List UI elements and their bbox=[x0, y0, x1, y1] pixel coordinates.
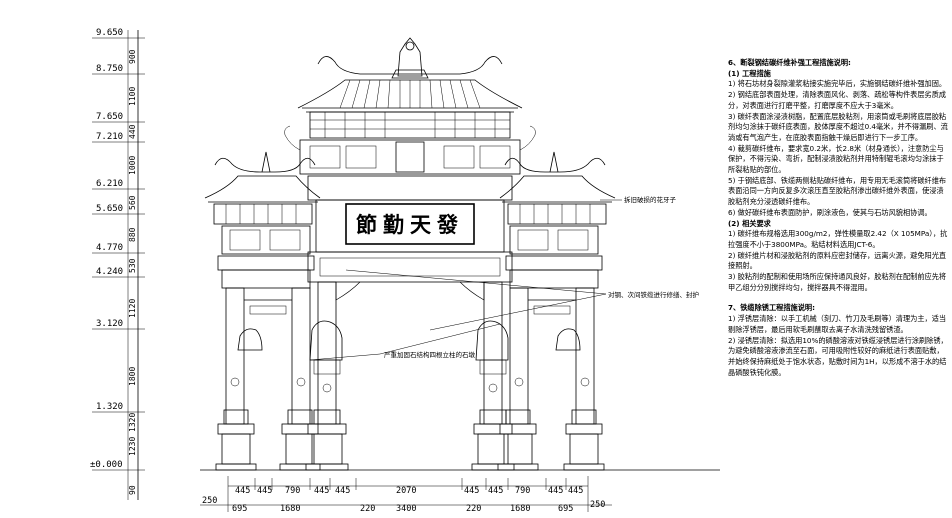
note-item: 3) 胶粘剂的配制和使用场所应保持通风良好，胶粘剂在配制前应先将甲乙组分分别搅拌… bbox=[728, 272, 947, 292]
callout-upper-right: 拆旧破损的花牙子 bbox=[624, 195, 677, 204]
callout-lower: 严重加固石结构四根立柱的石墩 bbox=[384, 350, 476, 359]
bottom-dim: 790 bbox=[285, 486, 300, 496]
elevation-label: 4.240 bbox=[96, 267, 123, 277]
elevation-label: 4.770 bbox=[96, 243, 123, 253]
callout-labels: 拆旧破损的花牙子 对钢、次间铁缆进行修缮、封护 严重加固石结构四根立柱的石墩 bbox=[384, 195, 699, 359]
vertical-dim: 1800 bbox=[128, 367, 137, 386]
note-item: 1) 将石坊材身裂隙灌浆粘接实施完毕后，实施钢结碳纤维补强加固。 bbox=[728, 79, 947, 89]
left-side-roof bbox=[204, 175, 321, 199]
note-item: 5) 于钢结底部、铁缆两侧粘贴碳纤维布，用专用无毛滚筒将碳纤维布表面沿同一方向反… bbox=[728, 175, 947, 207]
bottom-dim: 1680 bbox=[280, 504, 300, 514]
roof-tiles bbox=[339, 79, 481, 109]
callout-middle: 对钢、次间铁缆进行修缮、封护 bbox=[608, 290, 699, 299]
bottom-dim: 3400 bbox=[396, 504, 416, 514]
bottom-dimension-lines bbox=[200, 476, 612, 512]
lower-beam bbox=[307, 251, 513, 283]
inscription-frame bbox=[345, 203, 475, 245]
inscription-text: 節勤天發 bbox=[356, 213, 464, 237]
bottom-dim: 445 bbox=[488, 486, 503, 496]
elevation-label: ±0.000 bbox=[90, 460, 123, 470]
section6-subtitle-1: (1) 工程措施 bbox=[728, 68, 771, 78]
leader-lines bbox=[309, 199, 622, 361]
vertical-dim: 440 bbox=[128, 124, 137, 139]
bottom-dim: 445 bbox=[257, 486, 272, 496]
upper-plaque bbox=[395, 141, 425, 173]
elevation-label: 6.210 bbox=[96, 179, 123, 189]
lion-statues bbox=[237, 320, 581, 375]
inscription: 節勤天發 bbox=[356, 213, 464, 237]
elevation-label: 5.650 bbox=[96, 204, 123, 214]
note-item: 2) 浸锈层清除：拟选用10%的磷酸溶液对铁缆浸锈层进行涂刷除锈，为避免磷酸溶液… bbox=[728, 335, 948, 377]
vertical-dim: 90 bbox=[128, 485, 137, 495]
bottom-dim: 1680 bbox=[510, 504, 530, 514]
section6-title: 6、断裂钢结碳纤维补强工程措施说明: bbox=[728, 58, 851, 67]
vertical-dimensions: 900 1100 440 1000 560 880 530 1120 1800 … bbox=[128, 49, 137, 495]
bottom-dim: 790 bbox=[515, 486, 530, 496]
vertical-dim: 530 bbox=[128, 258, 137, 273]
vertical-dim: 1000 bbox=[128, 156, 137, 175]
section7-title: 7、铁缆除锈工程措施说明: bbox=[728, 303, 815, 313]
bottom-dim: 2070 bbox=[396, 486, 416, 496]
note-item: 2) 钢结底部表面处理，清除表面风化、剥落、疏松等构件表层劣质成分，对表面进行打… bbox=[728, 90, 947, 110]
note-item: 2) 碳纤维片材和浸胶粘剂的原料应密封储存，远离火源，避免阳光直接照射。 bbox=[728, 250, 947, 271]
elevation-label: 3.120 bbox=[96, 319, 123, 329]
bottom-dim: 250 bbox=[202, 496, 217, 506]
elevation-label: 9.650 bbox=[96, 28, 123, 38]
construction-notes: 6、断裂钢结碳纤维补强工程措施说明: (1) 工程措施 1) 将石坊材身裂隙灌浆… bbox=[728, 58, 948, 518]
note-item: 1) 浮锈层清除：以手工机械（刻刀、竹刀及毛刷等）清理为主，适当剔除浮锈层，最后… bbox=[728, 314, 947, 334]
bottom-dim: 445 bbox=[335, 486, 350, 496]
vertical-dim: 560 bbox=[128, 195, 137, 210]
bottom-dim: 695 bbox=[558, 504, 573, 514]
vertical-dim: 1230 bbox=[128, 437, 137, 456]
elevation-label: 8.750 bbox=[96, 64, 123, 74]
bottom-dim: 220 bbox=[360, 504, 375, 514]
bottom-dim: 445 bbox=[548, 486, 563, 496]
note-item: 4) 裁剪碳纤维布，要求宽0.2米，长2.8米（材身通长），注意防尘与保护，不得… bbox=[728, 143, 944, 175]
archway bbox=[204, 37, 616, 471]
upper-frieze bbox=[299, 139, 521, 175]
bottom-dims-row2: 250 695 1680 220 3400 220 1680 695 250 bbox=[202, 496, 605, 514]
vertical-dim: 1120 bbox=[128, 299, 137, 318]
bottom-dims-row1: 445 445 790 445 445 2070 445 445 790 445… bbox=[235, 486, 583, 496]
elevation-label: 7.210 bbox=[96, 132, 123, 142]
bottom-dim: 220 bbox=[466, 504, 481, 514]
section6-subtitle-2: (2) 相关要求 bbox=[728, 218, 771, 228]
note-item: 3) 碳纤表面涂浸渍树脂，配置底层胶粘剂，用滚筒或毛刷将底层胶粘剂均匀涂抹于碳纤… bbox=[728, 111, 948, 142]
right-side-roof bbox=[499, 175, 616, 199]
bottom-dim: 445 bbox=[235, 486, 250, 496]
elevation-ticks bbox=[92, 37, 145, 471]
vertical-dim: 1100 bbox=[128, 87, 137, 106]
roof-finial bbox=[391, 37, 429, 79]
top-bracket-band bbox=[309, 111, 511, 139]
bottom-dim: 445 bbox=[314, 486, 329, 496]
elevation-label: 1.320 bbox=[96, 402, 123, 412]
vertical-dim: 880 bbox=[128, 227, 137, 242]
bottom-dim: 445 bbox=[568, 486, 583, 496]
bottom-dim: 695 bbox=[232, 504, 247, 514]
column-bases bbox=[215, 409, 605, 471]
bottom-dim: 445 bbox=[464, 486, 479, 496]
top-ridge bbox=[317, 56, 503, 75]
left-bracket-band bbox=[213, 203, 313, 225]
bottom-dim: 250 bbox=[590, 500, 605, 510]
vertical-dim: 900 bbox=[128, 49, 137, 64]
vertical-dim: 1320 bbox=[128, 413, 137, 432]
note-item: 1) 碳纤维布规格选用300g/m2，弹性模量取2.42（X 105MPa），抗… bbox=[728, 229, 948, 249]
elevation-labels: 9.650 8.750 7.650 7.210 6.210 5.650 4.77… bbox=[90, 28, 123, 470]
elevation-label: 7.650 bbox=[96, 112, 123, 122]
note-item: 6) 做好碳纤维布表面防护，刷涂液色，使其与石坊风貌相协调。 bbox=[728, 207, 932, 217]
right-bracket-band bbox=[507, 203, 607, 225]
